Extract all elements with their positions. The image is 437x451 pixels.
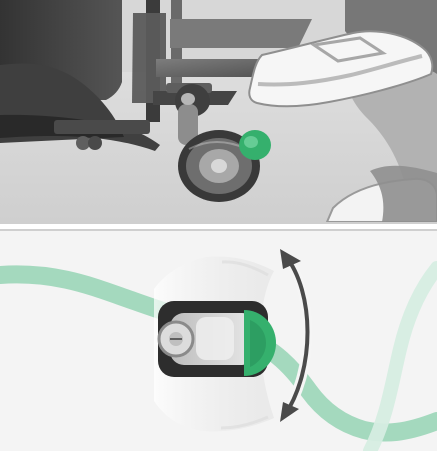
caster-accent-highlight [244, 136, 258, 148]
frame-bracket [132, 13, 166, 103]
footplate [54, 120, 150, 134]
mobility-device-scene [0, 0, 437, 222]
caster-swivel-diagram [0, 231, 437, 451]
caster-cap [181, 93, 195, 105]
bottom-illustration-panel [0, 231, 437, 451]
bolt-left [76, 136, 90, 150]
bolt-right [88, 136, 102, 150]
frame-rail-top [170, 19, 312, 48]
panel-divider [0, 222, 437, 231]
top-illustration-panel [0, 0, 437, 222]
